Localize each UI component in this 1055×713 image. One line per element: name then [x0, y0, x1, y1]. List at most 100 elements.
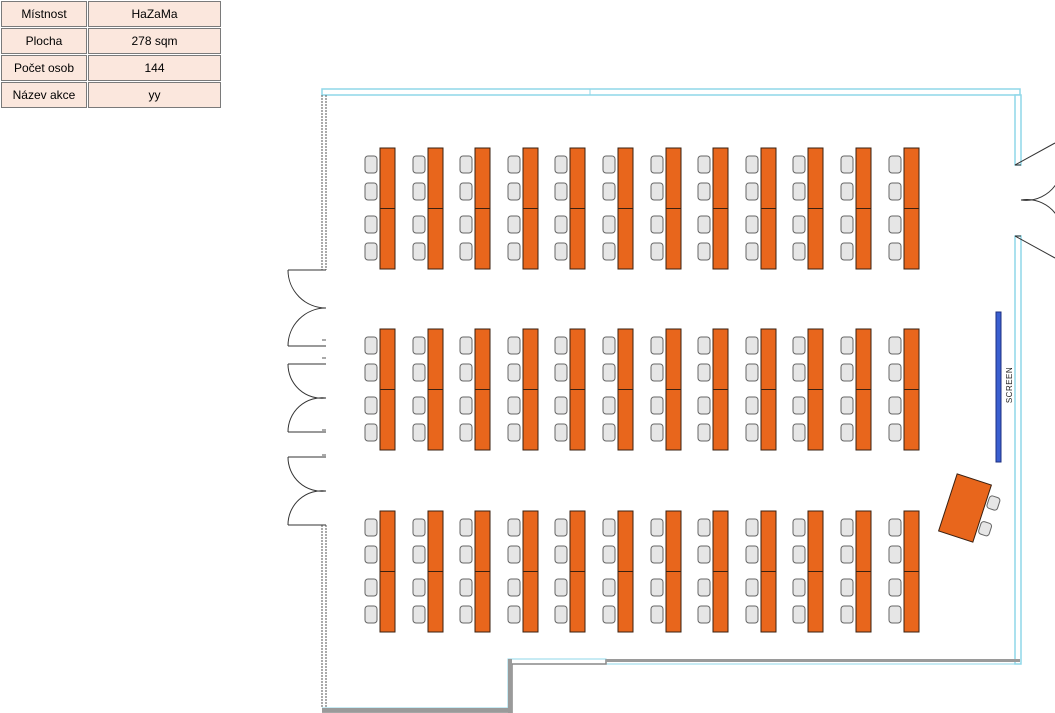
chair: [650, 155, 664, 174]
chair: [792, 215, 806, 234]
chair: [697, 155, 711, 174]
chair: [507, 182, 521, 201]
chair: [888, 242, 902, 261]
table: [855, 147, 872, 209]
chair: [459, 578, 473, 597]
table: [379, 208, 396, 270]
chair: [888, 336, 902, 355]
chair: [697, 518, 711, 537]
chair: [412, 182, 426, 201]
table-column: [888, 147, 920, 270]
chair: [840, 182, 854, 201]
table: [474, 328, 491, 390]
chair: [459, 545, 473, 564]
table: [379, 571, 396, 633]
chair: [697, 578, 711, 597]
table-block: [364, 510, 920, 633]
chair: [840, 363, 854, 382]
chair: [459, 242, 473, 261]
table: [807, 147, 824, 209]
table-column: [459, 510, 491, 633]
chair: [792, 578, 806, 597]
chair: [507, 242, 521, 261]
chair: [697, 423, 711, 442]
chair: [840, 518, 854, 537]
right-door: [1014, 142, 1055, 259]
chair: [697, 215, 711, 234]
chair: [554, 215, 568, 234]
screen-bar: [995, 311, 1002, 463]
table: [379, 147, 396, 209]
chair: [745, 363, 759, 382]
chair: [459, 518, 473, 537]
table-column: [602, 328, 634, 451]
chair: [364, 336, 378, 355]
room-info-table: Místnost HaZaMa Plocha 278 sqm Počet oso…: [0, 0, 222, 109]
table: [474, 510, 491, 572]
table: [712, 571, 729, 633]
chair: [554, 578, 568, 597]
table: [569, 571, 586, 633]
chair: [602, 545, 616, 564]
chair: [364, 215, 378, 234]
table: [855, 510, 872, 572]
chair: [840, 155, 854, 174]
table-column: [650, 328, 682, 451]
table-column: [364, 510, 396, 633]
table-block: [364, 147, 920, 270]
chair: [364, 423, 378, 442]
table-column: [412, 510, 444, 633]
chair: [602, 423, 616, 442]
chair: [554, 605, 568, 624]
chair: [507, 423, 521, 442]
speaker-desk: [937, 473, 1001, 543]
table: [665, 328, 682, 390]
table: [665, 389, 682, 451]
chair: [840, 605, 854, 624]
table: [712, 147, 729, 209]
table: [617, 147, 634, 209]
table: [760, 208, 777, 270]
table: [617, 510, 634, 572]
chair: [459, 155, 473, 174]
info-row-area: Plocha 278 sqm: [1, 28, 221, 54]
table: [903, 328, 920, 390]
chair: [650, 182, 664, 201]
chair: [364, 155, 378, 174]
table-column: [554, 510, 586, 633]
area-label: Plocha: [1, 28, 87, 54]
table: [522, 208, 539, 270]
table: [522, 510, 539, 572]
chair: [888, 215, 902, 234]
table-column: [412, 328, 444, 451]
table: [712, 208, 729, 270]
chair: [650, 242, 664, 261]
chair: [364, 578, 378, 597]
chair: [888, 605, 902, 624]
chair: [840, 215, 854, 234]
table-column: [792, 147, 824, 270]
chair: [412, 363, 426, 382]
chair: [745, 182, 759, 201]
bottom-solid-wall: [322, 659, 1015, 713]
chair: [888, 423, 902, 442]
table-column: [364, 328, 396, 451]
chair: [840, 423, 854, 442]
chair: [840, 336, 854, 355]
table: [760, 510, 777, 572]
chair: [459, 423, 473, 442]
table: [522, 147, 539, 209]
left-door-1: [287, 269, 327, 347]
info-row-persons: Počet osob 144: [1, 55, 221, 81]
table: [665, 571, 682, 633]
chair: [650, 423, 664, 442]
screen-label: SCREEN: [1005, 367, 1014, 403]
chair: [364, 182, 378, 201]
chair: [792, 182, 806, 201]
table-column: [602, 147, 634, 270]
chair: [745, 423, 759, 442]
chair: [412, 605, 426, 624]
table: [903, 571, 920, 633]
table: [379, 389, 396, 451]
right-glass-wall-lower: [1014, 235, 1022, 665]
